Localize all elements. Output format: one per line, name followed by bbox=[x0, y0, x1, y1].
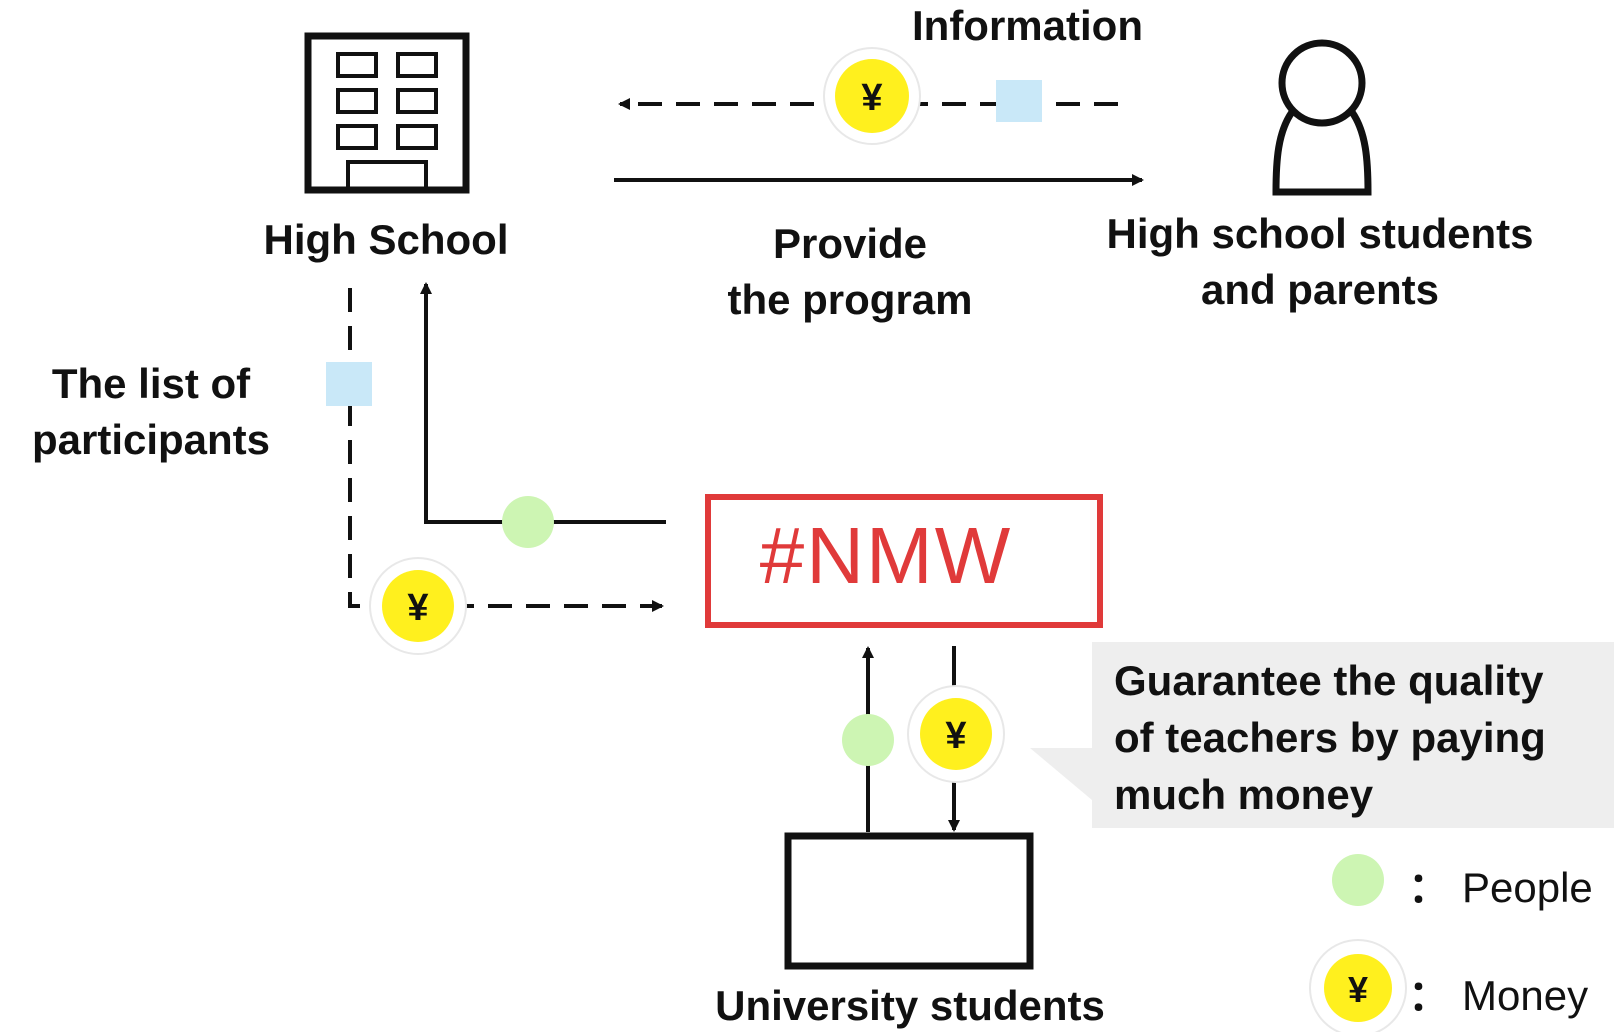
information-arrow: ¥ bbox=[618, 47, 1118, 145]
money-to-university-arrow: ¥ bbox=[907, 646, 1005, 832]
provide-program-line-2: the program bbox=[727, 276, 973, 323]
legend-money: ：Money bbox=[1408, 962, 1588, 1023]
yen-coin-icon: ¥ bbox=[907, 685, 1005, 783]
people-to-school-arrow bbox=[420, 282, 666, 548]
legend-money-label: Money bbox=[1462, 972, 1589, 1019]
legend-colon: ： bbox=[1408, 864, 1451, 911]
info-square-icon bbox=[326, 362, 372, 406]
info-square-icon bbox=[996, 80, 1042, 122]
legend-people: ：People bbox=[1408, 854, 1593, 915]
students-parents-label: High school students and parents bbox=[1070, 206, 1570, 318]
person-icon bbox=[1272, 39, 1372, 196]
legend-colon: ： bbox=[1408, 972, 1451, 1019]
svg-text:¥: ¥ bbox=[1348, 969, 1368, 1010]
yen-coin-icon: ¥ bbox=[823, 47, 921, 145]
high-school-label: High School bbox=[263, 216, 509, 263]
people-to-nmw-arrow bbox=[842, 646, 894, 832]
participants-line-2: participants bbox=[31, 416, 271, 463]
provide-program-label: Provide the program bbox=[700, 216, 1000, 328]
people-dot-icon bbox=[502, 496, 554, 548]
nmw-box bbox=[705, 494, 1103, 628]
svg-text:¥: ¥ bbox=[861, 77, 882, 119]
provide-program-line-1: Provide bbox=[772, 220, 928, 267]
callout-pointer bbox=[1030, 748, 1092, 800]
callout-line-1: Guarantee the quality bbox=[1114, 657, 1544, 704]
svg-text:¥: ¥ bbox=[407, 587, 428, 629]
building-icon bbox=[304, 32, 470, 194]
students-parents-line-2: and parents bbox=[1200, 266, 1440, 313]
participants-line-1: The list of bbox=[51, 360, 251, 407]
nmw-logo: #NMW bbox=[759, 511, 1013, 600]
participants-arrow: ¥ bbox=[326, 288, 664, 655]
information-label: Information bbox=[912, 2, 1143, 49]
callout-box bbox=[1092, 642, 1614, 828]
callout-text: Guarantee the quality of teachers by pay… bbox=[1114, 652, 1546, 823]
people-dot-icon bbox=[1332, 854, 1384, 906]
students-parents-line-1: High school students bbox=[1106, 210, 1534, 257]
people-dot-icon bbox=[842, 714, 894, 766]
callout-line-3: much money bbox=[1114, 771, 1374, 818]
participants-label: The list of participants bbox=[8, 356, 294, 468]
university-students-label: University students bbox=[715, 982, 1105, 1029]
legend-people-label: People bbox=[1462, 864, 1593, 911]
yen-coin-icon: ¥ bbox=[1309, 939, 1407, 1032]
university-box bbox=[784, 832, 1034, 970]
yen-coin-icon: ¥ bbox=[369, 557, 467, 655]
svg-text:¥: ¥ bbox=[945, 715, 966, 757]
callout-line-2: of teachers by paying bbox=[1114, 714, 1546, 761]
